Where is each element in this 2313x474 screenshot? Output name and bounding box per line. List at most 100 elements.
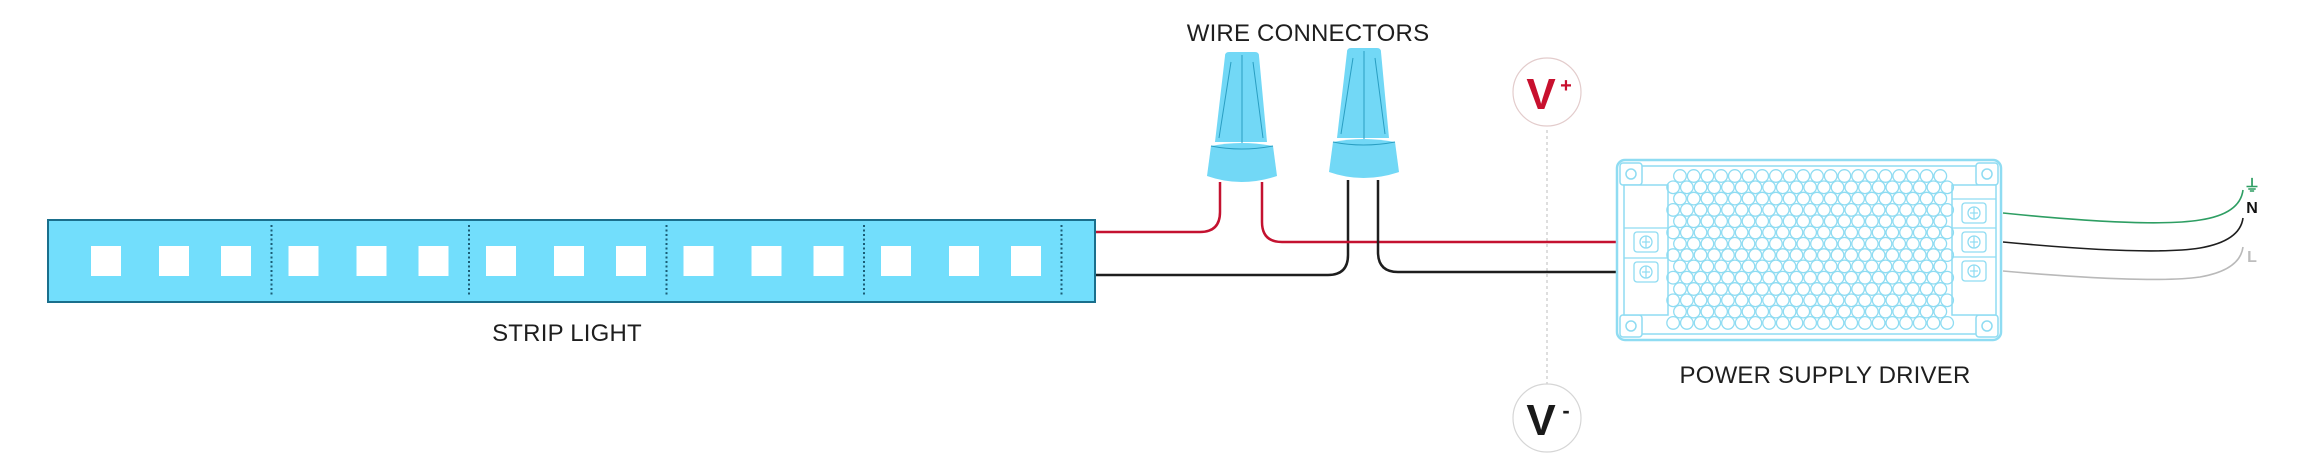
live-wire: [2002, 246, 2244, 281]
vent-hole: [1693, 225, 1708, 240]
vent-hole: [1741, 214, 1756, 229]
vent-hole: [1707, 180, 1722, 195]
connector-skirt: [1329, 139, 1399, 178]
vent-hole: [1810, 169, 1824, 183]
vent-hole: [1775, 202, 1790, 217]
mounting-hole: [1619, 314, 1643, 338]
vent-hole: [1673, 236, 1687, 251]
vent-hole: [1830, 270, 1845, 285]
vent-hole: [1782, 282, 1797, 296]
vent-hole: [1748, 293, 1763, 308]
vent-hole: [1837, 236, 1852, 251]
vent-hole: [1878, 259, 1893, 274]
vent-hole: [1789, 202, 1804, 217]
vent-hole: [1755, 191, 1770, 206]
led-chip: [486, 246, 516, 276]
negative-badge-letter: V: [1526, 396, 1556, 445]
vent-hole: [1734, 315, 1749, 330]
vent-hole: [1789, 293, 1804, 308]
vent-hole: [1755, 282, 1770, 296]
vent-hole: [1919, 259, 1934, 274]
negative-connector: [1329, 48, 1399, 178]
positive-badge-letter: V: [1526, 70, 1556, 119]
vent-hole: [1851, 282, 1866, 296]
vent-hole: [1823, 236, 1838, 251]
vent-hole: [1734, 270, 1749, 285]
vent-hole: [1816, 270, 1831, 285]
vent-hole: [1864, 191, 1879, 206]
vent-hole: [1912, 293, 1927, 308]
vent-hole: [1686, 214, 1701, 229]
vent-hole: [1803, 180, 1818, 195]
vent-hole: [1816, 315, 1831, 330]
vent-hole: [1734, 202, 1749, 217]
connector-rib: [1340, 57, 1386, 135]
vent-hole: [1871, 293, 1886, 308]
vent-hole: [1768, 282, 1783, 296]
vent-hole: [1700, 282, 1715, 296]
vent-hole: [1892, 304, 1907, 319]
led-chip: [159, 246, 189, 276]
vent-hole: [1789, 248, 1804, 263]
vent-hole: [1782, 259, 1797, 274]
vent-hole: [1741, 282, 1756, 296]
vent-hole: [1693, 315, 1708, 330]
vent-hole: [1885, 180, 1900, 195]
vent-hole: [1892, 169, 1907, 183]
negative-wire-driver: [1376, 180, 1622, 274]
vent-hole: [1851, 191, 1866, 206]
vent-hole: [1782, 214, 1797, 229]
vent-hole: [1899, 225, 1914, 240]
led-chip: [418, 246, 449, 276]
vent-hole: [1768, 259, 1783, 274]
vent-hole: [1933, 236, 1948, 251]
vent-hole: [1844, 248, 1859, 263]
vent-hole: [1741, 259, 1756, 274]
connector-body: [1337, 48, 1389, 138]
vent-hole: [1878, 169, 1893, 183]
vent-hole: [1892, 259, 1907, 274]
led-chip: [616, 246, 646, 276]
vent-hole: [1803, 225, 1818, 240]
vent-hole: [1816, 248, 1831, 263]
driver-outline: [1615, 158, 2003, 342]
vent-hole: [1762, 248, 1777, 263]
vent-hole: [1748, 202, 1763, 217]
vent-hole: [1679, 180, 1694, 195]
vent-hole: [1823, 259, 1838, 274]
vent-hole: [1844, 293, 1859, 308]
vent-hole: [1864, 282, 1879, 296]
vent-hole: [1707, 202, 1722, 217]
vent-hole: [1727, 191, 1742, 206]
vent-hole: [1912, 270, 1927, 285]
vent-hole: [1919, 191, 1934, 206]
vent-hole: [1857, 293, 1872, 308]
vent-hole: [1755, 259, 1770, 274]
positive-wire-driver: [1260, 182, 1622, 244]
vent-hole: [1693, 270, 1708, 285]
vent-hole: [1905, 214, 1920, 229]
vent-hole: [1905, 191, 1920, 206]
vent-hole: [1912, 202, 1927, 217]
vent-hole: [1871, 270, 1886, 285]
vent-hole: [1940, 202, 1955, 217]
vent-hole: [1864, 304, 1879, 319]
vent-hole: [1803, 202, 1818, 217]
vent-hole: [1830, 225, 1845, 240]
vent-hole: [1933, 282, 1948, 296]
vent-hole: [1741, 304, 1756, 319]
positive-wire-strip: [1095, 182, 1222, 234]
vent-hole: [1837, 304, 1852, 319]
vent-hole: [1810, 191, 1824, 206]
vent-hole: [1707, 315, 1722, 330]
vent-hole: [1727, 236, 1742, 251]
vent-hole: [1878, 282, 1893, 296]
led-chip: [813, 246, 844, 276]
vent-hole: [1919, 282, 1934, 296]
vent-hole: [1837, 282, 1852, 296]
vent-hole: [1673, 191, 1687, 206]
vent-hole: [1878, 304, 1893, 319]
vent-hole: [1844, 225, 1859, 240]
vent-hole: [1899, 202, 1914, 217]
vent-hole: [1823, 214, 1838, 229]
